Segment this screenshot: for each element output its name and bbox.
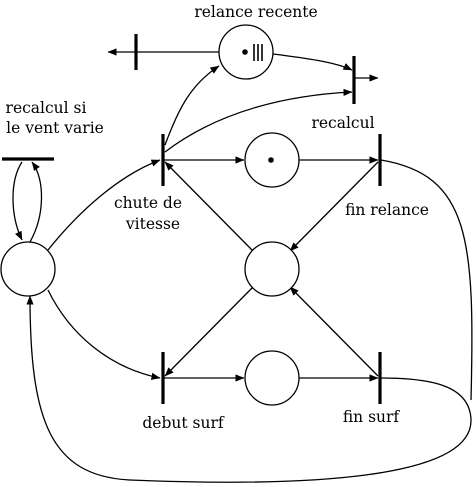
label-fin-surf: fin surf — [343, 408, 401, 426]
arc-chute-to-relance-recente — [164, 65, 220, 146]
arc-chute-to-recalcul — [164, 88, 353, 153]
arc-left-to-recalcul-vent — [29, 161, 43, 243]
arc-recalcul-vent-to-left — [12, 161, 23, 241]
arc-left-to-debut-surf — [47, 289, 161, 380]
place-center — [244, 241, 300, 297]
place-left — [0, 241, 56, 297]
label-chute-de-vitesse-2: vitesse — [125, 215, 180, 233]
arc-fin-relance-to-left — [380, 159, 473, 401]
arc-center-to-debut-surf — [164, 286, 254, 377]
label-relance-recente: relance recente — [194, 3, 317, 21]
label-recalcul-vent-2: le vent varie — [6, 119, 104, 137]
label-chute-de-vitesse-1: chute de — [114, 194, 182, 212]
arc-left-to-chute — [47, 159, 161, 251]
arc-relance-recente-to-recalcul — [272, 53, 353, 71]
arc-fin-surf-to-center — [289, 286, 379, 377]
label-recalcul: recalcul — [311, 114, 374, 132]
token — [268, 157, 274, 163]
arc-fin-surf-to-left — [26, 295, 472, 483]
label-debut-surf: debut surf — [142, 414, 225, 432]
label-recalcul-vent-1: recalcul si — [6, 99, 87, 117]
arc-fin-relance-to-center — [289, 161, 379, 252]
place-surf — [244, 350, 300, 406]
token — [242, 49, 248, 55]
arc-center-to-chute — [164, 161, 254, 252]
label-fin-relance: fin relance — [345, 201, 429, 219]
